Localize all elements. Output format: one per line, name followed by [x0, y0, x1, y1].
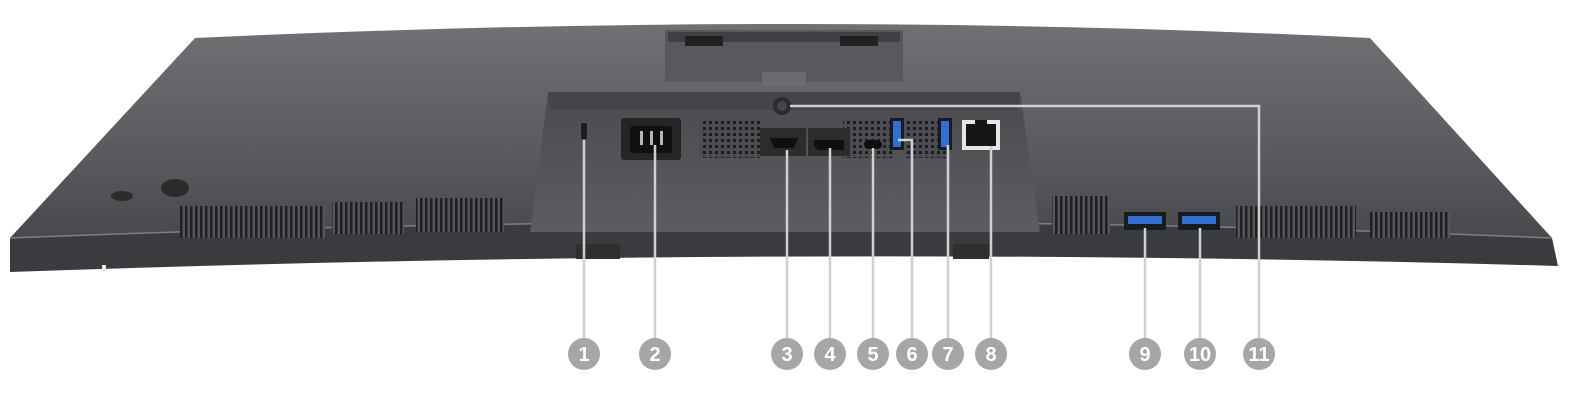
callout-number: 7 — [942, 344, 953, 366]
callout-number: 6 — [906, 344, 917, 366]
joystick-control — [102, 179, 189, 271]
callout-badge-5: 5 — [857, 338, 889, 370]
callout-circle — [1243, 338, 1275, 370]
callout-badge-1: 1 — [568, 338, 600, 370]
hdmi-port — [760, 128, 806, 156]
usb-a-port — [890, 118, 904, 150]
security-lock-slot — [581, 123, 587, 139]
callout-badges: 1 2 3 4 5 6 7 8 9 10 11 — [568, 338, 1275, 370]
stand-lock-button — [773, 97, 791, 115]
callout-circle — [1184, 338, 1216, 370]
vent-grille — [180, 198, 504, 238]
power-connector — [621, 118, 681, 160]
callout-number: 9 — [1139, 344, 1150, 366]
callout-badge-9: 9 — [1129, 338, 1161, 370]
callout-circle — [932, 338, 964, 370]
usb-a-port — [1178, 212, 1220, 230]
stand-mount — [665, 30, 903, 86]
callout-number: 2 — [649, 344, 660, 366]
callout-circle — [1129, 338, 1161, 370]
callout-circle — [814, 338, 846, 370]
vent-grille — [1052, 196, 1450, 238]
callout-badge-8: 8 — [975, 338, 1007, 370]
usb-a-port — [938, 118, 952, 150]
callout-badge-10: 10 — [1184, 338, 1216, 370]
callout-circle — [975, 338, 1007, 370]
usb-a-port — [1124, 212, 1166, 230]
callout-number: 11 — [1248, 344, 1269, 366]
callout-circle — [857, 338, 889, 370]
callout-number: 10 — [1189, 344, 1211, 366]
usb-c-port — [864, 140, 882, 149]
rj45-ethernet-port — [962, 120, 1000, 150]
callout-badge-6: 6 — [896, 338, 928, 370]
callout-badge-4: 4 — [814, 338, 846, 370]
callout-number: 4 — [824, 344, 836, 366]
callout-circle — [771, 338, 803, 370]
callout-number: 5 — [867, 344, 878, 366]
callout-circle — [639, 338, 671, 370]
callout-badge-11: 11 — [1243, 338, 1275, 370]
callout-badge-3: 3 — [771, 338, 803, 370]
callout-circle — [568, 338, 600, 370]
callout-number: 8 — [985, 344, 996, 366]
callout-badge-2: 2 — [639, 338, 671, 370]
hinge-foot — [576, 244, 620, 259]
hinge-foot — [953, 244, 989, 259]
callout-number: 3 — [781, 344, 792, 366]
callout-badge-7: 7 — [932, 338, 964, 370]
callout-circle — [896, 338, 928, 370]
leader-lines — [582, 104, 1261, 338]
callout-number: 1 — [578, 344, 589, 366]
